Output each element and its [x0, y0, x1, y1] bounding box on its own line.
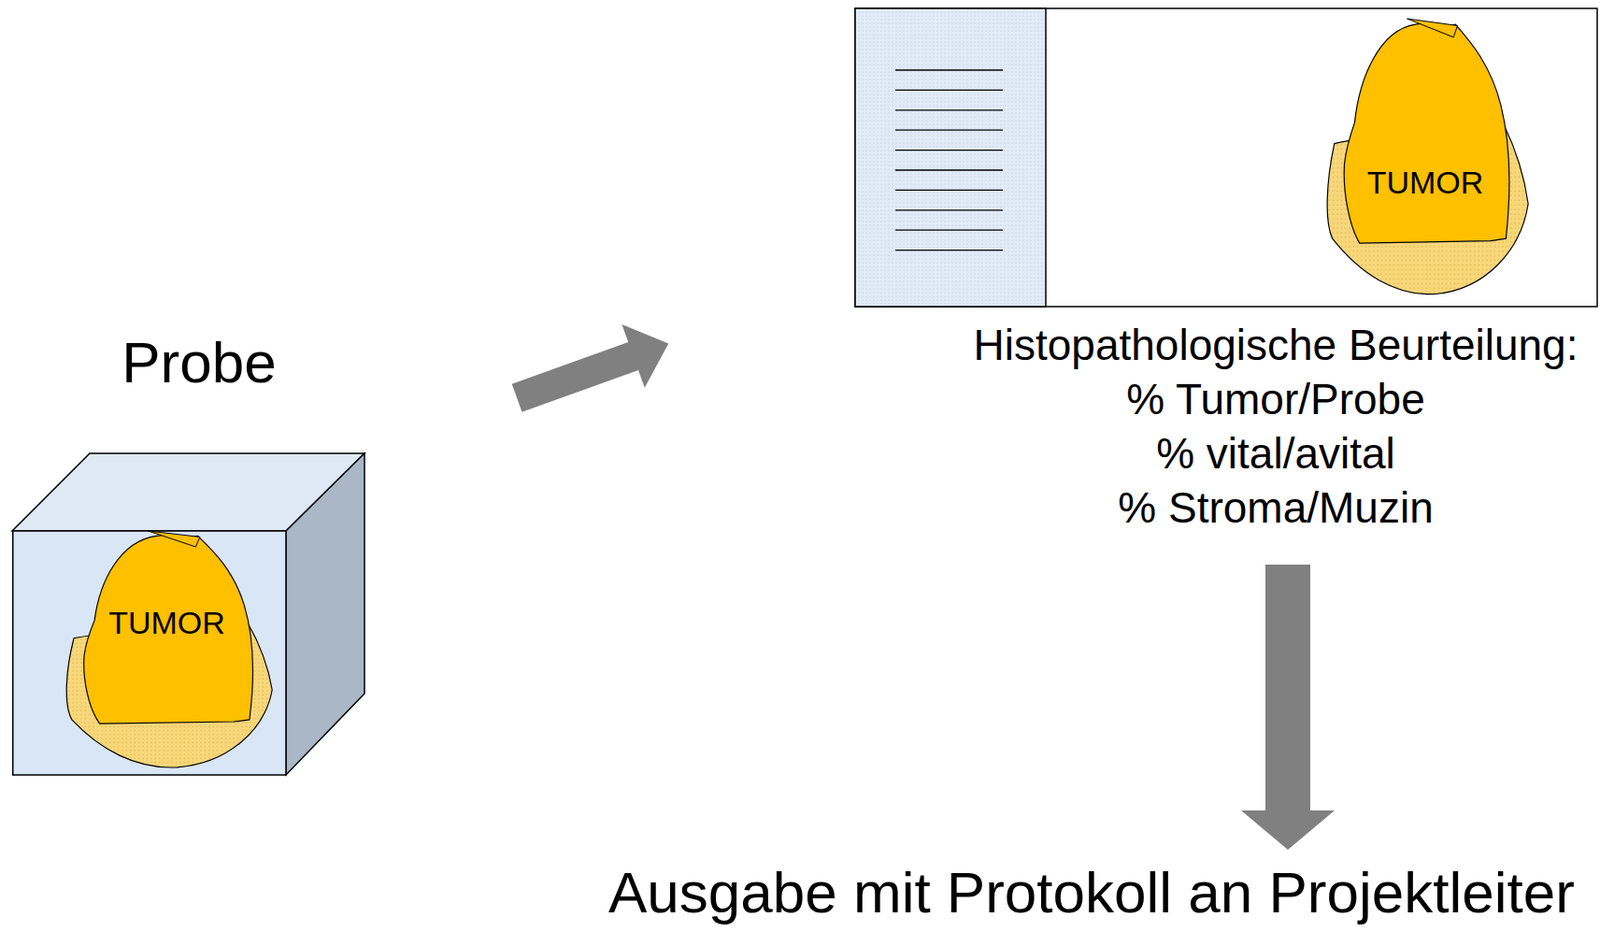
output-node: Ausgabe mit Protokoll an Projektleiter [608, 858, 1575, 927]
block-arrow [512, 324, 670, 413]
label-line [895, 189, 1003, 191]
label-line [895, 249, 1003, 251]
sample-cube: ProbeTUMOR [12, 452, 366, 776]
tumor-sliver [1407, 18, 1458, 38]
assessment-item: % Stroma/Muzin [948, 480, 1600, 535]
slide-label [855, 8, 1046, 307]
label-line [895, 169, 1003, 171]
assessment-item: % Tumor/Probe [948, 371, 1600, 427]
tumor-shape [63, 530, 271, 770]
label-line [895, 149, 1003, 151]
label-line [895, 109, 1003, 111]
tumor-label: TUMOR [1324, 163, 1527, 201]
label-line [895, 129, 1003, 131]
cube-side [285, 453, 365, 775]
tumor-core [1343, 23, 1510, 243]
cube-front [13, 530, 286, 775]
sample-heading: Probe [12, 328, 386, 397]
slide-outline [855, 8, 1598, 307]
assessment-heading: Histopathologische Beurteilung: [948, 317, 1600, 372]
tumor-blob: TUMOR [1324, 18, 1527, 297]
tumor-sliver [148, 530, 200, 547]
assessment-item: % vital/avital [948, 426, 1600, 481]
tumor-blob: TUMOR [63, 530, 271, 770]
label-line [895, 69, 1003, 71]
tumor-shape [1324, 18, 1527, 297]
slide: Histopathologische Beurteilung:% Tumor/P… [854, 7, 1599, 538]
label-line [895, 209, 1003, 211]
label-line [895, 229, 1003, 231]
output-text: Ausgabe mit Protokoll an Projektleiter [608, 858, 1575, 927]
block-arrow [1241, 564, 1335, 850]
label-line [895, 89, 1003, 91]
tumor-label: TUMOR [63, 603, 271, 642]
